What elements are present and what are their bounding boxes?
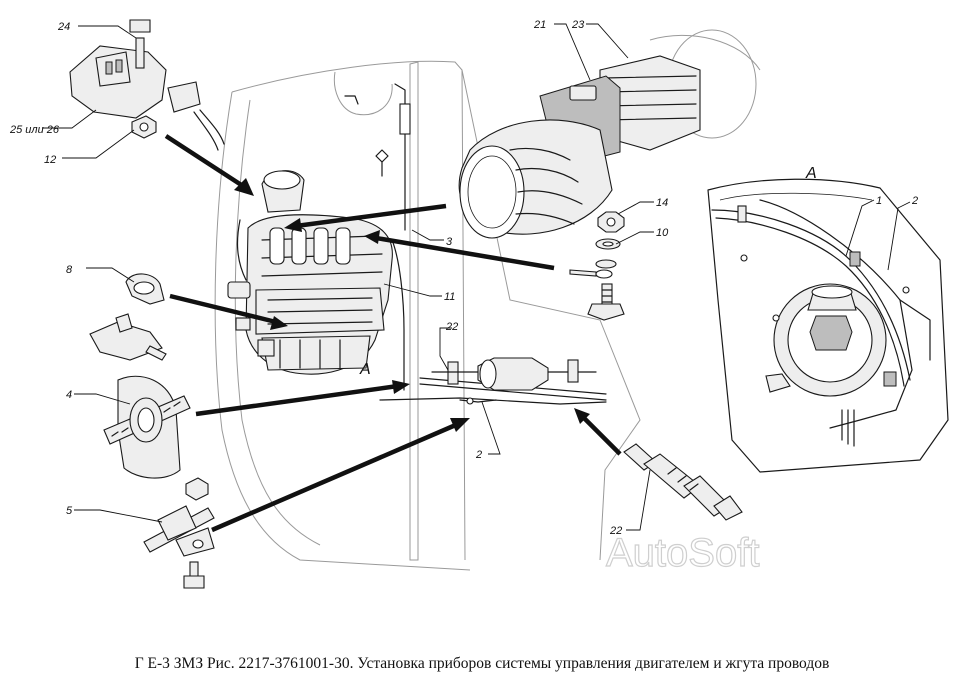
air-temp-sensor-connector bbox=[69, 19, 225, 151]
callout-10: 10 bbox=[656, 227, 669, 239]
view-a-marker: A bbox=[359, 361, 371, 378]
callout-12: 12 bbox=[44, 154, 56, 166]
callout-2-detail: 2 bbox=[911, 195, 918, 207]
watermark: AutoSoft bbox=[606, 531, 759, 575]
callout-1-detail: 1 bbox=[876, 195, 882, 207]
engine-assembly bbox=[227, 83, 411, 391]
callout-8: 8 bbox=[66, 264, 73, 276]
callout-25-26: 25 или 26 bbox=[9, 124, 60, 136]
clamp-part-5 bbox=[143, 477, 215, 589]
callout-5: 5 bbox=[66, 505, 73, 517]
callout-labels: 24 25 или 26 12 21 23 14 10 3 11 8 22 4 … bbox=[9, 19, 918, 537]
clip-part-8 bbox=[89, 273, 167, 361]
callout-11: 11 bbox=[444, 291, 455, 303]
air-mass-sensor-assembly bbox=[458, 29, 761, 239]
view-a-label: A bbox=[805, 165, 817, 182]
callout-22-top: 22 bbox=[445, 321, 458, 333]
figure-caption: Г Е-3 ЗМЗ Рис. 2217-3761001-30. Установк… bbox=[134, 655, 830, 672]
nut-and-washer-group bbox=[569, 211, 625, 321]
detail-view-a bbox=[707, 178, 949, 473]
callout-3: 3 bbox=[446, 236, 453, 248]
mount-part-4 bbox=[103, 375, 191, 479]
exhaust-system bbox=[379, 357, 607, 405]
callout-21: 21 bbox=[533, 19, 546, 31]
callout-24: 24 bbox=[57, 21, 70, 33]
callout-22-bottom: 22 bbox=[609, 525, 622, 537]
callout-4: 4 bbox=[66, 389, 72, 401]
callout-2-mid: 2 bbox=[475, 449, 482, 461]
leader-lines bbox=[42, 23, 911, 531]
callout-14: 14 bbox=[656, 197, 668, 209]
callout-23: 23 bbox=[571, 19, 585, 31]
pointer-arrows bbox=[164, 134, 622, 533]
oxygen-sensor-part-22 bbox=[623, 443, 743, 521]
